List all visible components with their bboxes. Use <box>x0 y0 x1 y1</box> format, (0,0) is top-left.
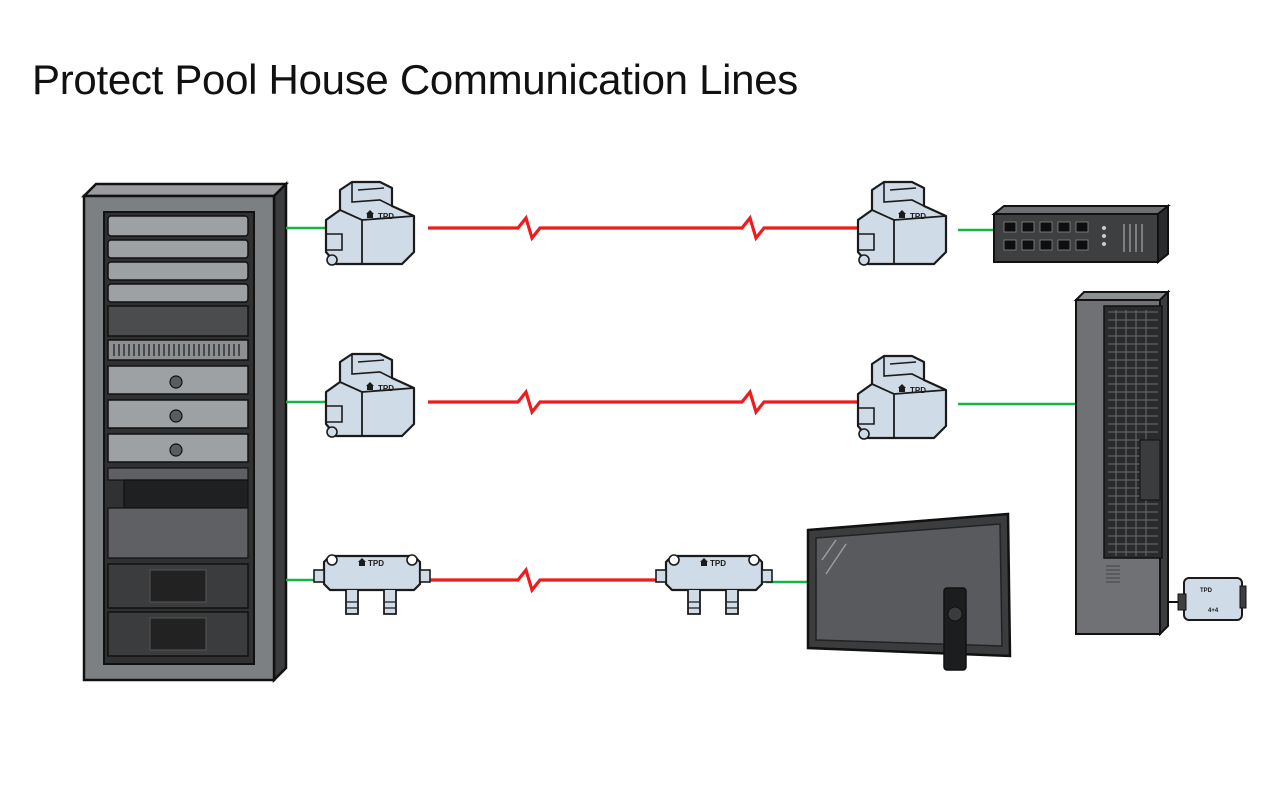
server-rack <box>80 180 290 684</box>
line-3: TPD TPD <box>286 512 1012 671</box>
exposed-cable <box>428 214 858 242</box>
exposed-cable <box>428 388 858 416</box>
svg-text:TPD: TPD <box>378 212 394 221</box>
line-1: TPD TPD <box>286 180 1171 267</box>
svg-text:TPD: TPD <box>378 384 394 393</box>
tpd-device-destination: TPD <box>856 180 948 267</box>
tpd-device-source: TPD <box>324 352 416 439</box>
exposed-cable <box>418 566 662 594</box>
tpd-device-destination: TPD <box>856 354 948 441</box>
page-title: Protect Pool House Communication Lines <box>32 56 798 103</box>
line-2: TPD TPD TPD 4+4 <box>286 289 1247 637</box>
svg-text:TPD: TPD <box>710 559 726 568</box>
network-switch <box>991 203 1171 265</box>
tower-equipment: TPD 4+4 <box>1073 289 1247 637</box>
svg-text:TPD: TPD <box>910 212 926 221</box>
device-label: TPD <box>1200 588 1213 594</box>
tpd-device-source: TPD <box>312 553 432 616</box>
tpd-device-source: TPD <box>324 180 416 267</box>
svg-text:TPD: TPD <box>368 559 384 568</box>
tpd-device-destination: TPD <box>654 553 774 616</box>
svg-text:TPD: TPD <box>910 386 926 395</box>
device-label-secondary: 4+4 <box>1208 608 1219 614</box>
television <box>806 512 1012 671</box>
